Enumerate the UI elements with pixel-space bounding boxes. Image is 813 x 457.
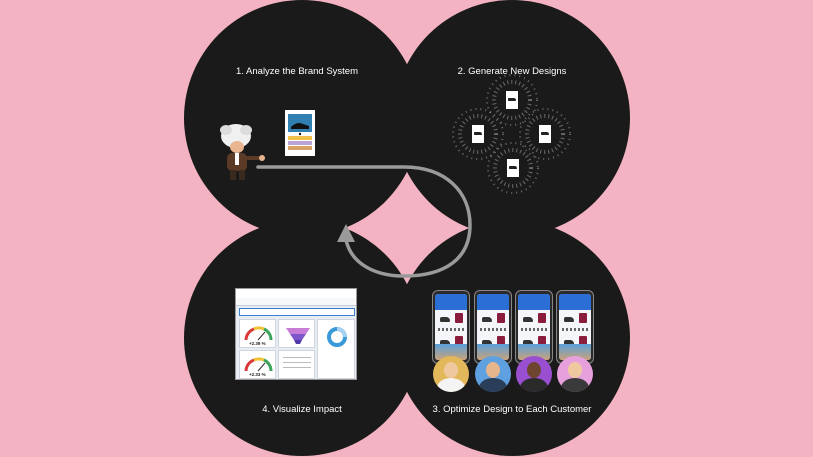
gauge-top-value: +2.39 % <box>249 341 266 346</box>
phone-variant-2 <box>474 290 512 364</box>
phone-variant-4 <box>556 290 594 364</box>
brand-card <box>285 110 315 156</box>
dashboard-filter-bar <box>239 308 355 316</box>
design-tile-right <box>539 125 551 143</box>
metric-lines <box>283 357 311 371</box>
cycle-arrow-icon <box>256 165 472 278</box>
customer-avatar-1 <box>433 356 469 392</box>
customer-avatar-4 <box>557 356 593 392</box>
design-halo-left <box>452 108 504 160</box>
circle-generate <box>394 0 630 236</box>
impact-dashboard: +2.39 % +2.33 % <box>235 288 357 380</box>
gauge-bottom-value: +2.33 % <box>249 372 266 377</box>
design-halo-top <box>486 74 538 126</box>
step-2-label: 2. Generate New Designs <box>457 66 567 77</box>
step-1-label: 1. Analyze the Brand System <box>236 66 358 77</box>
donut-card <box>317 319 355 379</box>
arrow-head <box>337 224 355 242</box>
phone-variant-1 <box>432 290 470 364</box>
customer-avatar-3 <box>516 356 552 392</box>
phone-variant-3 <box>515 290 553 364</box>
customer-avatar-2 <box>475 356 511 392</box>
funnel-card <box>278 319 315 348</box>
design-halo-bottom <box>487 142 539 194</box>
design-tile-left <box>472 125 484 143</box>
gauge-card-top: +2.39 % <box>239 319 276 348</box>
circle-optimize <box>394 220 630 456</box>
design-halo-right <box>519 108 571 160</box>
einstein-mascot-icon <box>220 124 265 180</box>
center-gap <box>362 182 452 274</box>
design-tile-bottom <box>507 159 519 177</box>
step-3-label: 3. Optimize Design to Each Customer <box>432 404 592 415</box>
dashboard-tabs <box>236 298 356 306</box>
gauge-card-bottom: +2.33 % <box>239 350 276 379</box>
step-4-label: 4. Visualize Impact <box>262 404 342 415</box>
design-tile-top <box>506 91 518 109</box>
metrics-card <box>278 350 315 379</box>
